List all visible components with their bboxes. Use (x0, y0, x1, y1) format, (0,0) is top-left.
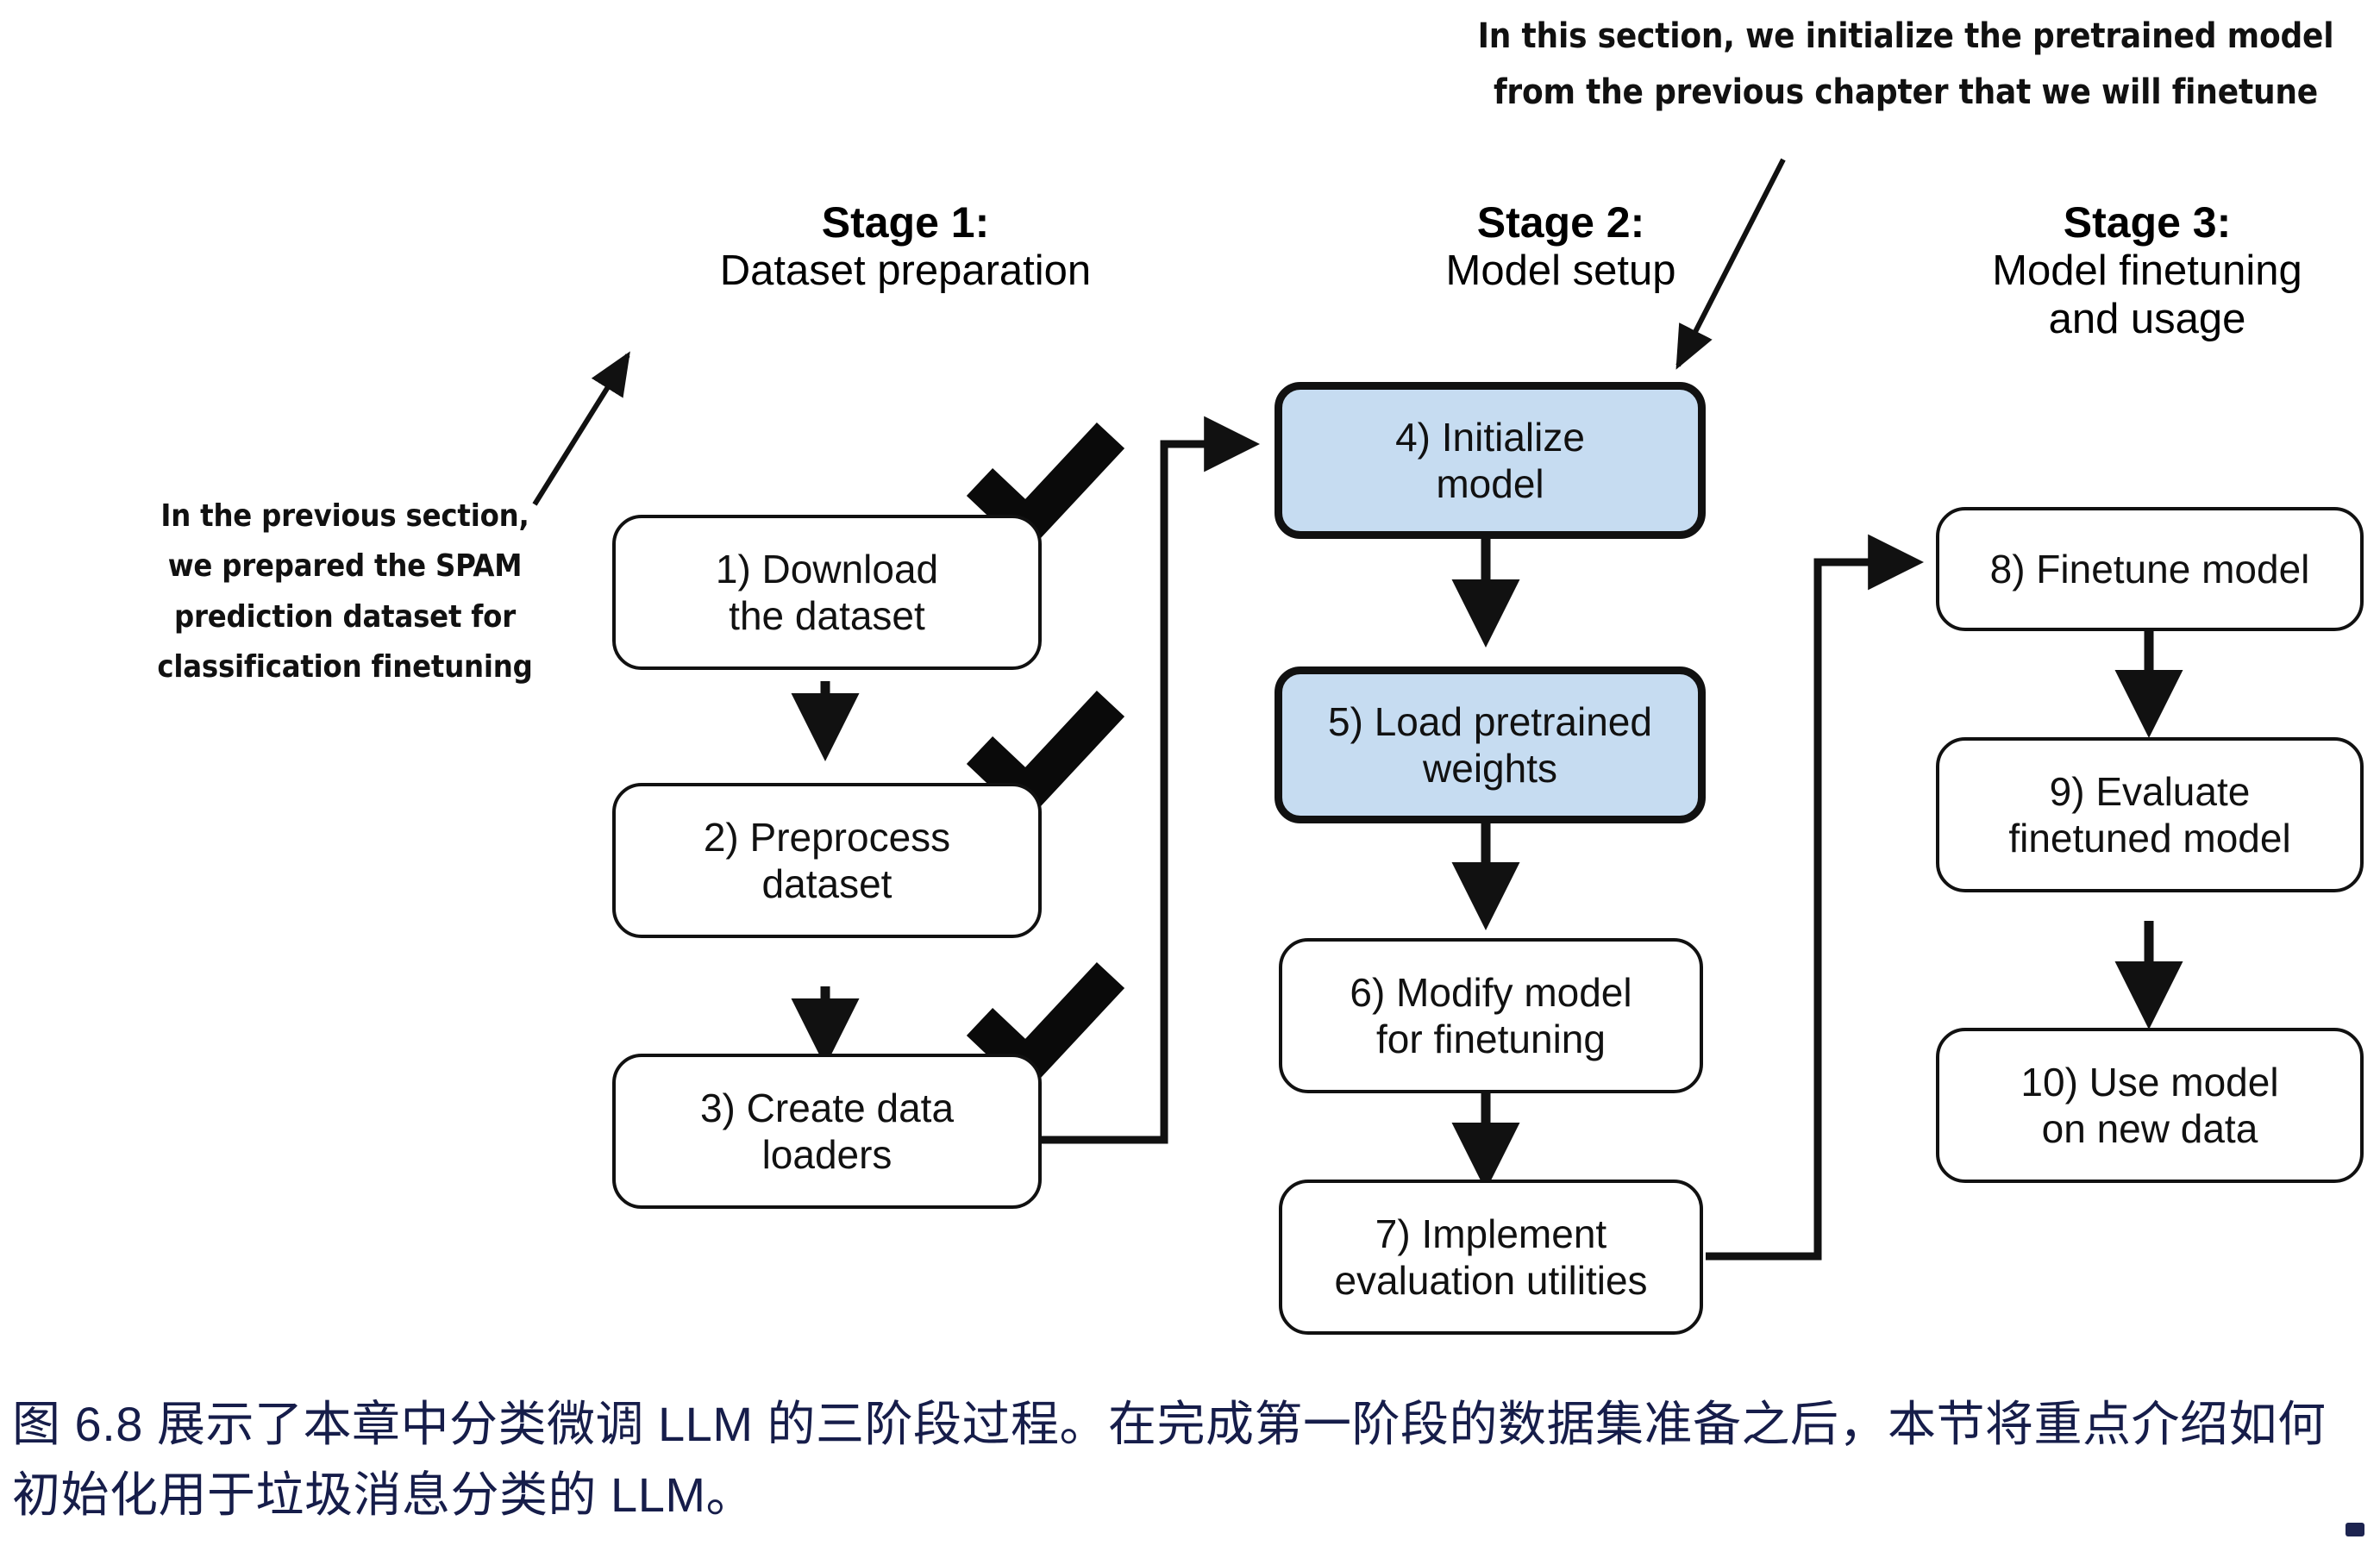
stage-2-subtitle: Model setup (1445, 247, 1676, 294)
flow-box-7[interactable]: 7) Implement evaluation utilities (1279, 1180, 1703, 1335)
flow-box-9[interactable]: 9) Evaluate finetuned model (1936, 737, 2364, 892)
check-mark-icon (966, 690, 1125, 822)
stage-3-subtitle: Model finetuning and usage (1992, 247, 2302, 342)
annotation-left: In the previous section, we prepared the… (157, 498, 533, 685)
flow-box-3[interactable]: 3) Create data loaders (612, 1054, 1042, 1209)
connector-box3-to-box4 (1042, 416, 1261, 1144)
annotation-pointer-arrow-icon (532, 351, 630, 506)
caption-line-2: 初始化用于垃圾消息分类的 LLM。 (12, 1467, 755, 1522)
stage-1-subtitle: Dataset preparation (719, 247, 1092, 294)
figure-caption: 图 6.8 展示了本章中分类微调 LLM 的三阶段过程。在完成第一阶段的数据集准… (12, 1390, 2340, 1529)
stage-heading-2: Stage 2: Model setup (1319, 198, 1802, 296)
annotation-top: In this section, we initialize the pretr… (1477, 16, 2334, 112)
check-mark-icon (966, 422, 1125, 554)
flow-box-8[interactable]: 8) Finetune model (1936, 507, 2364, 631)
stage-heading-3: Stage 3: Model finetuning and usage (1906, 198, 2380, 344)
flow-box-2[interactable]: 2) Preprocess dataset (612, 783, 1042, 938)
flow-box-1[interactable]: 1) Download the dataset (612, 515, 1042, 670)
flow-box-4[interactable]: 4) Initialize model (1275, 382, 1706, 539)
stage-heading-1: Stage 1: Dataset preparation (604, 198, 1207, 296)
stage-3-title: Stage 3: (2063, 198, 2232, 247)
caption-line-1: 图 6.8 展示了本章中分类微调 LLM 的三阶段过程。在完成第一阶段的数据集准… (12, 1397, 2327, 1451)
flow-box-5[interactable]: 5) Load pretrained weights (1275, 666, 1706, 823)
corner-marker (2346, 1523, 2364, 1536)
stage-2-title: Stage 2: (1476, 198, 1645, 247)
connector-box7-to-box8 (1706, 534, 1925, 1261)
flow-box-10[interactable]: 10) Use model on new data (1936, 1028, 2364, 1183)
check-mark-icon (966, 961, 1125, 1093)
flow-box-6[interactable]: 6) Modify model for finetuning (1279, 938, 1703, 1093)
stage-1-title: Stage 1: (821, 198, 990, 247)
